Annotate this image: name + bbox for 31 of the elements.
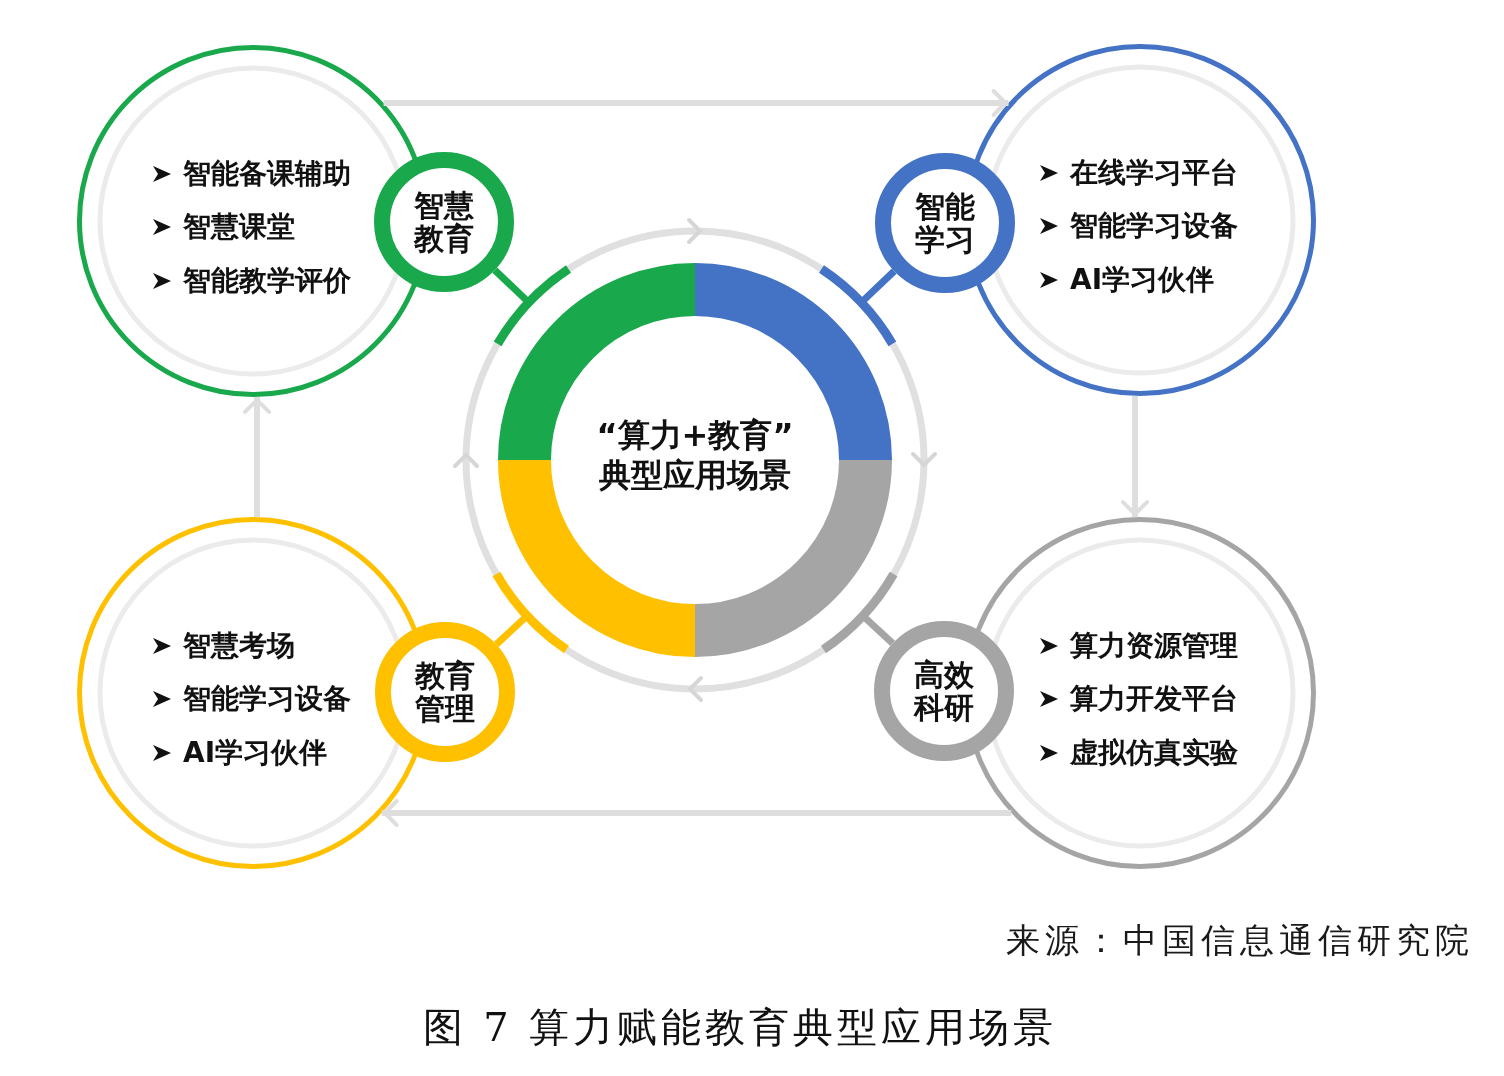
flow-arrow [1121,395,1149,518]
figure-caption: 图 7 算力赋能教育典型应用场景 [422,1003,1058,1052]
category-label: 智慧教育 [412,189,475,255]
list-item: 智能备课辅助 [183,156,351,191]
list-item: 智能教学评价 [183,263,351,298]
thick-ring-circle [875,153,1015,293]
center-title: “算力+教育”典型应用场景 [595,415,795,495]
thick-ring-circle [874,621,1014,761]
list-item: 虚拟仿真实验 [1070,735,1238,770]
list-item: 智慧考场 [183,628,295,663]
connector-line [491,569,571,655]
flow-arrow [383,89,1009,117]
category-label: 教育管理 [413,659,476,725]
list-item: 智能学习设备 [183,682,351,716]
list-item: AI学习伙伴 [1070,262,1215,297]
category-label: 智能学习 [914,190,976,256]
source-note: 来源：中国信息通信研究院 [1006,919,1474,962]
flow-arrow [381,799,1012,827]
list-item: AI学习伙伴 [183,735,328,770]
thick-ring-circle [374,152,514,292]
list-item: 在线学习平台 [1070,155,1238,190]
connector-line [492,264,574,349]
connector-line [817,264,897,349]
flow-arrow [243,396,271,518]
list-item: 智能学习设备 [1070,209,1238,243]
thick-ring-circle [375,622,515,762]
list-item: 算力开发平台 [1070,682,1238,716]
connector-line [819,569,899,654]
list-item: 智慧课堂 [183,210,295,244]
category-label: 高效科研 [912,658,975,724]
list-item: 算力资源管理 [1070,628,1238,663]
